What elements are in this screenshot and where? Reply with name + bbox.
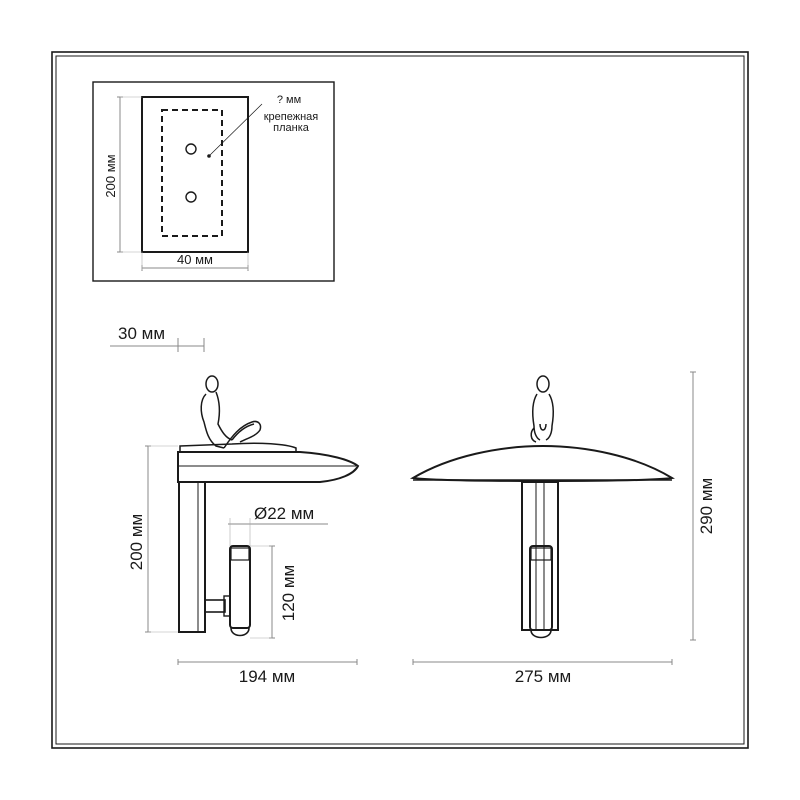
shade-side	[177, 451, 360, 483]
side-view: 30 мм Ø22 мм 200 мм	[110, 324, 360, 686]
tube-length-label: 120 мм	[279, 565, 298, 621]
side-depth-label: 194 мм	[239, 667, 295, 686]
screw-hole-top	[185, 143, 197, 155]
plate-label-line2: планка	[273, 122, 310, 134]
front-height-label: 290 мм	[697, 478, 716, 534]
shade-front	[409, 444, 675, 482]
shade-base-side	[179, 442, 297, 453]
diameter-label: Ø22 мм	[254, 504, 314, 523]
inset-width-label: 40 мм	[177, 252, 213, 267]
front-width-label: 275 мм	[515, 667, 571, 686]
wall-column-side	[178, 481, 206, 633]
light-tube-side	[229, 545, 251, 629]
inset-height-label: 200 мм	[103, 154, 118, 197]
front-view: 290 мм 275 мм	[409, 371, 716, 686]
base-plate	[141, 96, 249, 253]
side-height-label: 200 мм	[127, 514, 146, 570]
leader-line	[208, 103, 263, 157]
offset-label: 30 мм	[118, 324, 165, 343]
inset-frame	[92, 81, 335, 282]
screw-hole-bottom	[185, 191, 197, 203]
unknown-size-label: ? мм	[277, 94, 301, 106]
arm-connector	[204, 599, 226, 613]
mounting-plate-inset: 200 мм 40 мм ? мм крепежная планка	[92, 81, 335, 282]
page-frame	[51, 51, 749, 749]
figurine-side	[200, 375, 262, 449]
mounting-bracket-dashed	[161, 109, 223, 237]
plate-label-line1: крепежная	[264, 111, 319, 123]
figurine-front	[530, 375, 554, 443]
light-tube-front	[529, 545, 553, 631]
